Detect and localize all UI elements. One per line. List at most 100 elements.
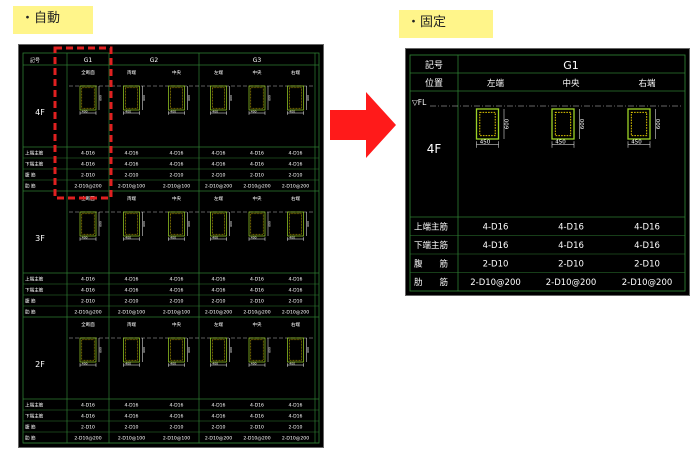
- row-value: 2-D10: [125, 173, 139, 179]
- dimension-height: 600: [229, 221, 233, 227]
- row-label: 肋 筋: [25, 435, 36, 442]
- dimension-height: 600: [187, 221, 191, 227]
- row-value: 2-D10: [289, 299, 303, 305]
- position-label: 右端: [638, 78, 656, 89]
- dimension-height: 600: [98, 347, 102, 353]
- stirrup: [170, 213, 183, 235]
- row-value: 4-D16: [289, 151, 303, 157]
- stirrup: [170, 87, 183, 109]
- section-outline: [248, 337, 266, 363]
- row-value: 4-D16: [170, 277, 184, 283]
- row-value: 4-D16: [289, 288, 303, 294]
- dimension-width: 400: [289, 235, 295, 239]
- row-value: 4-D16: [170, 288, 184, 294]
- dimension-width: 400: [82, 235, 88, 239]
- row-value: 4-D16: [125, 288, 139, 294]
- row-value: 4-D16: [212, 277, 226, 283]
- row-value: 4-D16: [170, 414, 184, 420]
- header-sign: 記号: [425, 59, 443, 71]
- row-value: 2-D10: [212, 299, 226, 305]
- row-value: 4-D16: [483, 223, 509, 233]
- floor-label-2f: 2F: [35, 360, 45, 369]
- dimension-width: 400: [170, 361, 176, 365]
- row-label: 上端主筋: [25, 150, 44, 157]
- section-outline: [123, 85, 140, 111]
- dimension-height: 600: [229, 95, 233, 101]
- arrow-icon: [330, 92, 396, 158]
- row-value: 2-D10@200: [282, 310, 309, 316]
- section-outline: [123, 211, 140, 237]
- dimension-width: 400: [289, 109, 295, 113]
- g1-highlight-box: [53, 46, 113, 200]
- position-label: 全断面: [81, 321, 95, 328]
- row-value: 2-D10: [170, 299, 184, 305]
- beam-section: 400 600: [79, 85, 102, 115]
- dimension-height: 600: [267, 347, 271, 353]
- row-value: 2-D10: [125, 299, 139, 305]
- row-value: 2-D10: [212, 425, 226, 431]
- dimension-width: 400: [212, 235, 218, 239]
- stirrup: [81, 87, 95, 109]
- dimension-height: 600: [656, 118, 662, 129]
- row-value: 4-D16: [125, 403, 139, 409]
- row-value: 2-D10: [289, 173, 303, 179]
- row-label: 下端主筋: [25, 161, 44, 168]
- row-label: 上端主筋: [414, 222, 448, 233]
- header-sign: 記号: [30, 57, 40, 64]
- row-value: 4-D16: [212, 162, 226, 168]
- position-label: 両端: [127, 321, 136, 328]
- dimension-height: 600: [267, 221, 271, 227]
- dimension-height: 600: [98, 95, 102, 101]
- header-beam-g1: G1: [563, 59, 579, 72]
- position-label: 右端: [291, 69, 300, 76]
- auto-label: ・自動: [13, 6, 93, 34]
- row-value: 4-D16: [81, 277, 95, 283]
- row-value: 4-D16: [81, 288, 95, 294]
- row-value: 2-D10@100: [118, 310, 145, 316]
- row-value: 2-D10@200: [74, 436, 101, 442]
- section-outline: [627, 108, 651, 140]
- row-value: 2-D10@100: [118, 436, 145, 442]
- position-label: 左端: [487, 78, 505, 89]
- row-value: 2-D10@200: [205, 184, 232, 190]
- stirrup: [125, 87, 138, 109]
- row-value: 4-D16: [634, 223, 660, 233]
- row-value: 2-D10: [81, 299, 95, 305]
- section-outline: [287, 211, 304, 237]
- row-label: 腹 筋: [414, 259, 448, 270]
- dimension-width: 400: [289, 361, 295, 365]
- dimension-height: 600: [306, 221, 310, 227]
- row-value: 2-D10@200: [470, 278, 521, 288]
- row-value: 2-D10: [170, 173, 184, 179]
- dimension-height: 600: [306, 347, 310, 353]
- row-value: 4-D16: [558, 223, 584, 233]
- position-label: 右端: [291, 195, 300, 202]
- row-value: 2-D10: [250, 425, 264, 431]
- stirrup: [250, 339, 264, 361]
- dimension-width: 450: [631, 139, 642, 145]
- stirrup: [212, 87, 225, 109]
- row-value: 2-D10: [250, 299, 264, 305]
- header-beam-g3: G3: [253, 57, 262, 64]
- dimension-height: 600: [187, 95, 191, 101]
- row-value: 2-D10: [558, 260, 584, 270]
- row-value: 4-D16: [250, 151, 264, 157]
- dimension-width: 400: [212, 109, 218, 113]
- position-label: 中央: [172, 321, 181, 328]
- header-beam-g2: G2: [150, 57, 159, 64]
- dimension-width: 400: [82, 361, 88, 365]
- position-label: 両端: [127, 69, 136, 76]
- row-value: 2-D10@200: [243, 310, 270, 316]
- section-outline: [287, 85, 304, 111]
- dimension-width: 400: [170, 235, 176, 239]
- position-label: 全断面: [81, 195, 95, 202]
- dimension-width: 400: [82, 109, 88, 113]
- position-label: 左端: [214, 321, 223, 328]
- level-label: ▽FL: [412, 98, 427, 107]
